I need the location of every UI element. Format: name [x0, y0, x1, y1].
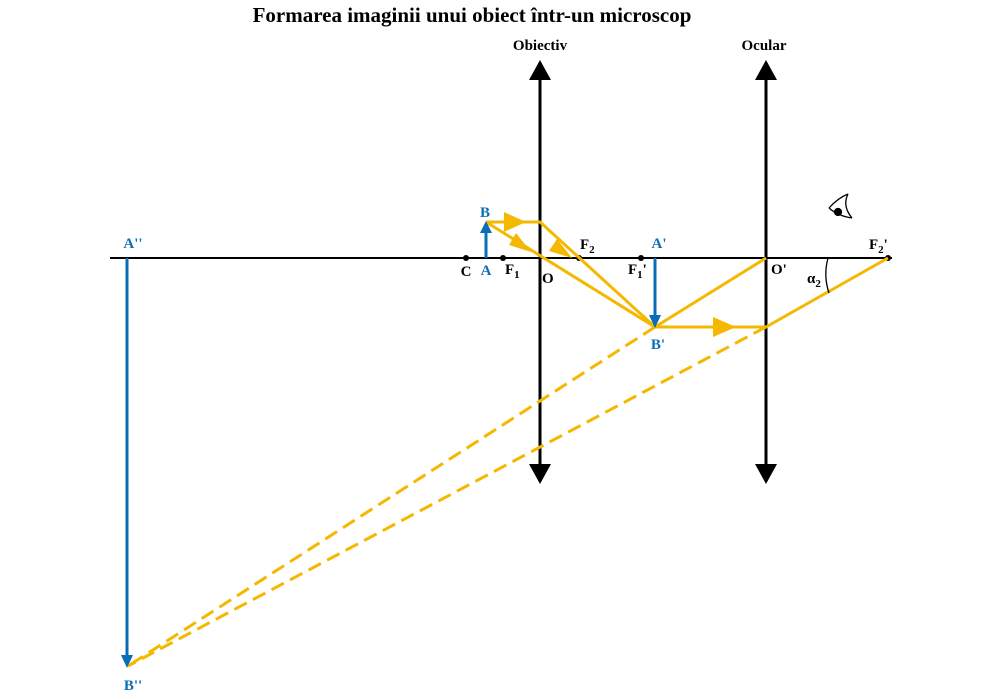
label-b-double-prime: B''	[124, 678, 142, 694]
eye-icon	[828, 193, 853, 219]
ray-to-f2-prime	[765, 256, 889, 329]
label-f2-prime: F2'	[869, 237, 888, 256]
image-a2b2-arrowhead	[121, 655, 133, 668]
label-f1-prime: F1'	[628, 262, 647, 281]
objective-label: Obiectiv	[513, 38, 568, 54]
virtual-ray-1	[127, 325, 656, 668]
ray-arrow-3	[549, 239, 572, 258]
label-o: O	[542, 271, 554, 287]
point-f1	[500, 255, 506, 261]
label-b: B	[480, 205, 490, 221]
label-c: C	[461, 264, 472, 280]
ray-arrow-1	[504, 212, 526, 232]
label-b-prime: B'	[651, 337, 665, 353]
object-ab-arrowhead	[480, 221, 492, 233]
label-o-prime: O'	[771, 262, 787, 278]
point-c	[463, 255, 469, 261]
angle-arc-alpha2	[825, 257, 830, 294]
ray-arrow-2	[509, 233, 531, 252]
ray-arrow-4	[713, 317, 736, 337]
virtual-rays	[127, 325, 767, 668]
label-alpha2: α2	[807, 271, 821, 290]
image-a1b1-arrowhead	[649, 315, 661, 328]
virtual-ray-2	[127, 325, 767, 668]
eyepiece-lens	[755, 60, 777, 484]
ray-to-eyepiece-center	[654, 256, 767, 329]
diagram-title: Formarea imaginii unui obiect într-un mi…	[253, 3, 692, 27]
label-a: A	[481, 263, 492, 279]
label-a-prime: A'	[652, 236, 667, 252]
eyepiece-label: Ocular	[742, 38, 787, 54]
label-f1: F1	[505, 262, 520, 281]
light-rays	[485, 220, 889, 329]
point-f1-prime	[638, 255, 644, 261]
label-a-double-prime: A''	[123, 236, 142, 252]
label-f2: F2	[580, 237, 595, 256]
